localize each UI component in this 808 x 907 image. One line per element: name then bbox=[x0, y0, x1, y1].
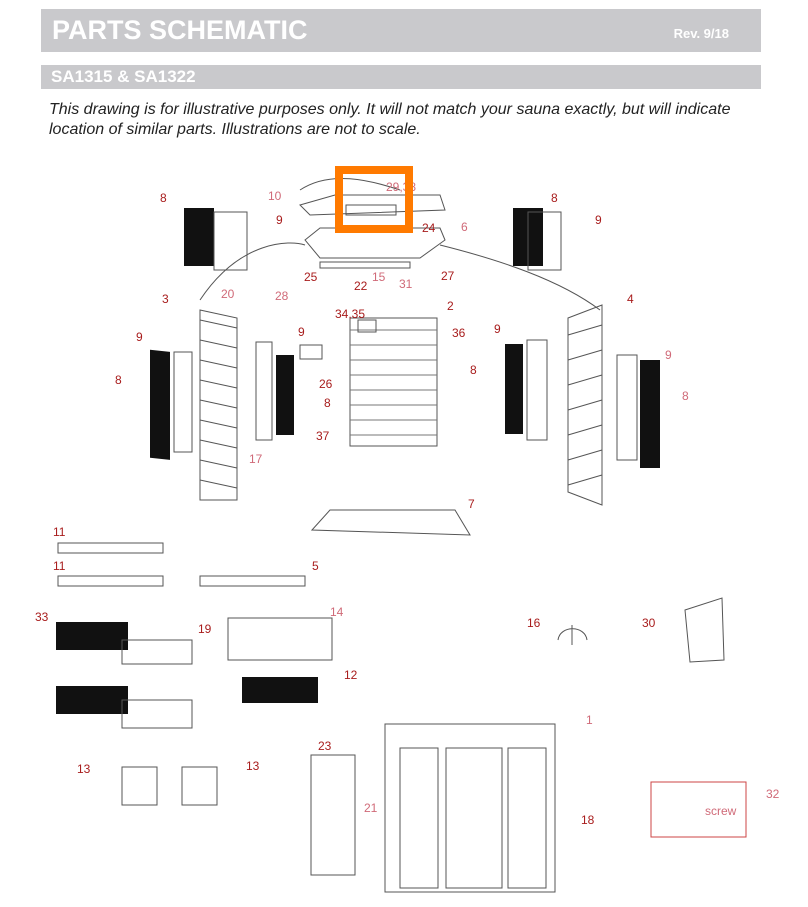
label-30: 30 bbox=[642, 616, 656, 630]
label-4: 4 bbox=[627, 292, 634, 306]
label-9: 9 bbox=[665, 348, 672, 362]
label-1: 1 bbox=[586, 713, 593, 727]
label-3: 3 bbox=[162, 292, 169, 306]
title-bar: PARTS SCHEMATIC Rev. 9/18 bbox=[41, 9, 761, 52]
model-bar: SA1315 & SA1322 bbox=[41, 65, 761, 89]
label-11: 11 bbox=[53, 559, 66, 573]
label-9: 9 bbox=[276, 213, 283, 227]
label-8: 8 bbox=[324, 396, 331, 410]
label-13: 13 bbox=[77, 762, 91, 776]
label-22: 22 bbox=[354, 279, 368, 293]
model-numbers: SA1315 & SA1322 bbox=[51, 67, 196, 86]
wall-2 bbox=[349, 317, 438, 447]
label-21: 21 bbox=[364, 801, 378, 815]
ceiling-assembly bbox=[199, 178, 601, 311]
label-33: 33 bbox=[35, 610, 49, 624]
label-9: 9 bbox=[136, 330, 143, 344]
disclaimer: This drawing is for illustrative purpose… bbox=[49, 101, 731, 138]
label-27: 27 bbox=[441, 269, 455, 283]
wall-4 bbox=[567, 304, 603, 506]
label-32: 32 bbox=[766, 787, 780, 801]
label-9: 9 bbox=[494, 322, 501, 336]
door-1 bbox=[384, 723, 556, 893]
screw-label: screw bbox=[705, 804, 737, 818]
label-7: 7 bbox=[468, 497, 475, 511]
label-31: 31 bbox=[399, 277, 413, 291]
label-11: 11 bbox=[53, 525, 66, 539]
label-6: 6 bbox=[461, 220, 468, 234]
label-14: 14 bbox=[330, 605, 344, 619]
page-title: PARTS SCHEMATIC bbox=[52, 15, 308, 45]
wall-3 bbox=[199, 309, 238, 501]
label-10: 10 bbox=[268, 189, 282, 203]
screw-box-32 bbox=[650, 781, 747, 838]
label-8: 8 bbox=[682, 389, 689, 403]
label-9: 9 bbox=[298, 325, 305, 339]
label-15: 15 bbox=[372, 270, 386, 284]
label-17: 17 bbox=[249, 452, 263, 466]
label-37: 37 bbox=[316, 429, 330, 443]
label-28: 28 bbox=[275, 289, 289, 303]
label-20: 20 bbox=[221, 287, 235, 301]
label-23: 23 bbox=[318, 739, 332, 753]
panel-8-top-left bbox=[184, 208, 214, 266]
label-19: 19 bbox=[198, 622, 212, 636]
floor-7 bbox=[310, 509, 471, 536]
glass-21 bbox=[310, 754, 356, 876]
label-12: 12 bbox=[344, 668, 358, 682]
label-8: 8 bbox=[551, 191, 558, 205]
label-26: 26 bbox=[319, 377, 333, 391]
label-34-35: 34,35 bbox=[335, 307, 365, 321]
label-25: 25 bbox=[304, 270, 318, 284]
label-5: 5 bbox=[312, 559, 319, 573]
label-18: 18 bbox=[581, 813, 595, 827]
highlight-box bbox=[335, 166, 413, 233]
part-labels: 8 10 9 29,38 24 6 8 9 25 15 22 31 27 28 … bbox=[35, 180, 780, 827]
label-9: 9 bbox=[595, 213, 602, 227]
part-30 bbox=[684, 597, 725, 663]
label-2: 2 bbox=[447, 299, 454, 313]
label-8: 8 bbox=[160, 191, 167, 205]
label-36: 36 bbox=[452, 326, 466, 340]
label-8: 8 bbox=[115, 373, 122, 387]
label-13: 13 bbox=[246, 759, 260, 773]
label-16: 16 bbox=[527, 616, 541, 630]
revision: Rev. 9/18 bbox=[673, 26, 729, 41]
label-8: 8 bbox=[470, 363, 477, 377]
label-24: 24 bbox=[422, 221, 436, 235]
hook-16 bbox=[557, 625, 588, 645]
